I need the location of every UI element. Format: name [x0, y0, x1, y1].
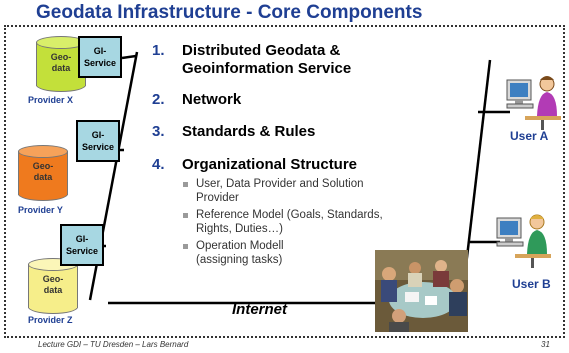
sub-item-text: Operation Modell: [196, 240, 284, 252]
sub-item: Operation Modell (assigning tasks): [152, 239, 472, 267]
footer-text: Lecture GDI – TU Dresden – Lars Bernard: [38, 340, 189, 349]
slide-title: Geodata Infrastructure - Core Components: [36, 2, 423, 23]
item-number: 1.: [152, 42, 165, 59]
sub-item-text: Rights, Duties…): [196, 223, 283, 235]
user-a-label: User A: [510, 129, 549, 143]
geodata-label: Geo- data: [42, 274, 64, 295]
provider-z-label: Provider Z: [28, 315, 73, 325]
geodata-cylinder-x: Geo- data: [36, 36, 86, 92]
square-bullet-icon: [183, 244, 188, 249]
component-item: 4. Organizational Structure: [152, 156, 472, 174]
internet-label: Internet: [232, 301, 288, 318]
meeting-photo: [375, 250, 468, 332]
page-number: 31: [541, 340, 550, 349]
gi-service-box-z: GI- Service: [60, 224, 104, 266]
geodata-label: Geo- data: [32, 161, 54, 182]
sub-item-text: Provider: [196, 192, 239, 204]
sub-item-text: User, Data Provider and Solution: [196, 178, 364, 190]
sub-item-text: (assigning tasks): [196, 254, 283, 266]
sub-item-text: Reference Model (Goals, Standards,: [196, 209, 383, 221]
sub-item: User, Data Provider and Solution Provide…: [152, 177, 472, 205]
item-text: Standards & Rules: [182, 123, 316, 140]
geodata-cylinder-y: Geo- data: [18, 145, 68, 201]
component-item: 3. Standards & Rules: [152, 123, 472, 141]
person-at-computer-icon: [496, 214, 551, 268]
sub-item: Reference Model (Goals, Standards, Right…: [152, 208, 472, 236]
item-number: 2.: [152, 91, 165, 108]
user-b-label: User B: [512, 277, 551, 291]
component-item: 1. Distributed Geodata & Geoinformation …: [152, 42, 472, 78]
gi-service-box-x: GI- Service: [78, 36, 122, 78]
person-at-computer-icon: [506, 76, 561, 130]
item-number: 3.: [152, 123, 165, 140]
provider-y-label: Provider Y: [18, 205, 63, 215]
provider-x-label: Provider X: [28, 95, 74, 105]
component-list: 1. Distributed Geodata & Geoinformation …: [152, 42, 472, 267]
geodata-cylinder-z: Geo- data: [28, 258, 78, 314]
geodata-label: Geo- data: [50, 52, 72, 73]
square-bullet-icon: [183, 213, 188, 218]
square-bullet-icon: [183, 182, 188, 187]
item-text: Distributed Geodata &: [182, 42, 341, 59]
item-text: Geoinformation Service: [182, 60, 352, 77]
item-text: Network: [182, 91, 242, 108]
component-item: 2. Network: [152, 91, 472, 109]
gi-service-box-y: GI- Service: [76, 120, 120, 162]
item-text: Organizational Structure: [182, 156, 358, 173]
item-number: 4.: [152, 156, 165, 173]
slide-border: [4, 25, 565, 338]
